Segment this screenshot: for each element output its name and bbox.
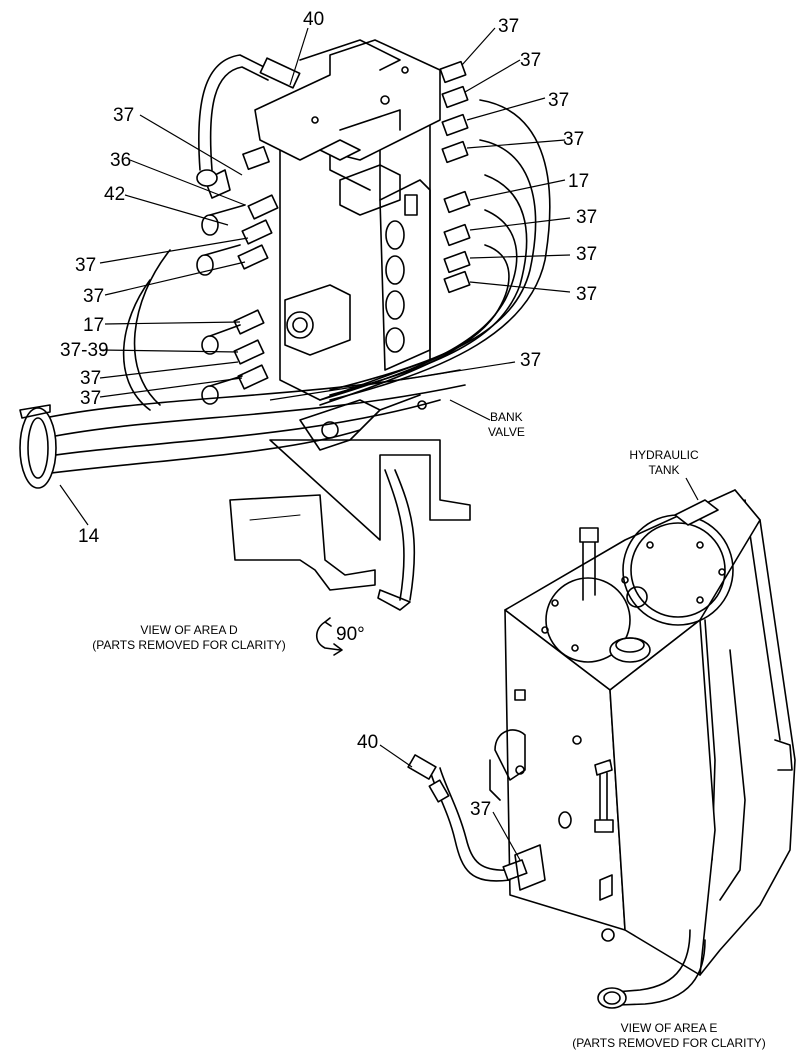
callout-37-left-3: 37 [80, 368, 101, 389]
callout-37-right-3: 37 [563, 129, 584, 150]
callout-37-right-2: 37 [548, 90, 569, 111]
callout-37-left-4: 37 [80, 388, 101, 409]
callout-17-right: 17 [568, 171, 589, 192]
area-d-callouts: 40 37 37 37 37 17 37 37 37 37 36 42 37 3… [60, 9, 597, 547]
hydraulic-tank-label-line1: HYDRAULIC [629, 448, 699, 462]
callout-37-mid: 37 [520, 350, 541, 371]
area-e-labels: HYDRAULIC TANK 40 37 VIEW OF AREA E (PAR… [357, 448, 766, 1050]
bank-valve-label-line1: BANK [490, 410, 523, 424]
hydraulic-tank-drawing [407, 489, 796, 1009]
callout-37-39: 37-39 [60, 340, 109, 361]
hydraulic-tank-label-line2: TANK [648, 463, 679, 477]
view-area-e-title: VIEW OF AREA E [621, 1021, 718, 1035]
rotation-arrow-icon [315, 617, 343, 656]
callout-37-right-1: 37 [520, 50, 541, 71]
view-area-d-note: (PARTS REMOVED FOR CLARITY) [92, 638, 286, 652]
callout-37-left-2: 37 [83, 286, 104, 307]
area-d-leader-lines [59, 27, 571, 526]
callout-37-right-4: 37 [576, 207, 597, 228]
left-fittings [196, 145, 279, 405]
callout-14: 14 [78, 526, 100, 547]
bank-valve-label-line2: VALVE [488, 425, 525, 439]
callout-40-top: 40 [303, 9, 324, 30]
bank-valve-drawing [19, 39, 551, 611]
callout-37-tank: 37 [470, 799, 491, 820]
callout-40-tank: 40 [357, 732, 378, 753]
view-area-d-title: VIEW OF AREA D [140, 623, 238, 637]
callout-17-left: 17 [83, 315, 104, 336]
callout-37-right-5: 37 [576, 244, 597, 265]
callout-37-right-6: 37 [576, 284, 597, 305]
callout-36: 36 [110, 150, 131, 171]
callout-37-left-top: 37 [113, 105, 134, 126]
rotation-label: 90° [336, 624, 365, 645]
callout-37-top: 37 [498, 16, 519, 37]
callout-42: 42 [104, 184, 125, 205]
area-e-leader-lines [379, 477, 699, 861]
right-fittings [439, 60, 471, 294]
area-d-captions: BANK VALVE VIEW OF AREA D (PARTS REMOVED… [92, 410, 525, 656]
view-area-e-note: (PARTS REMOVED FOR CLARITY) [572, 1036, 766, 1050]
callout-37-left-1: 37 [75, 255, 96, 276]
